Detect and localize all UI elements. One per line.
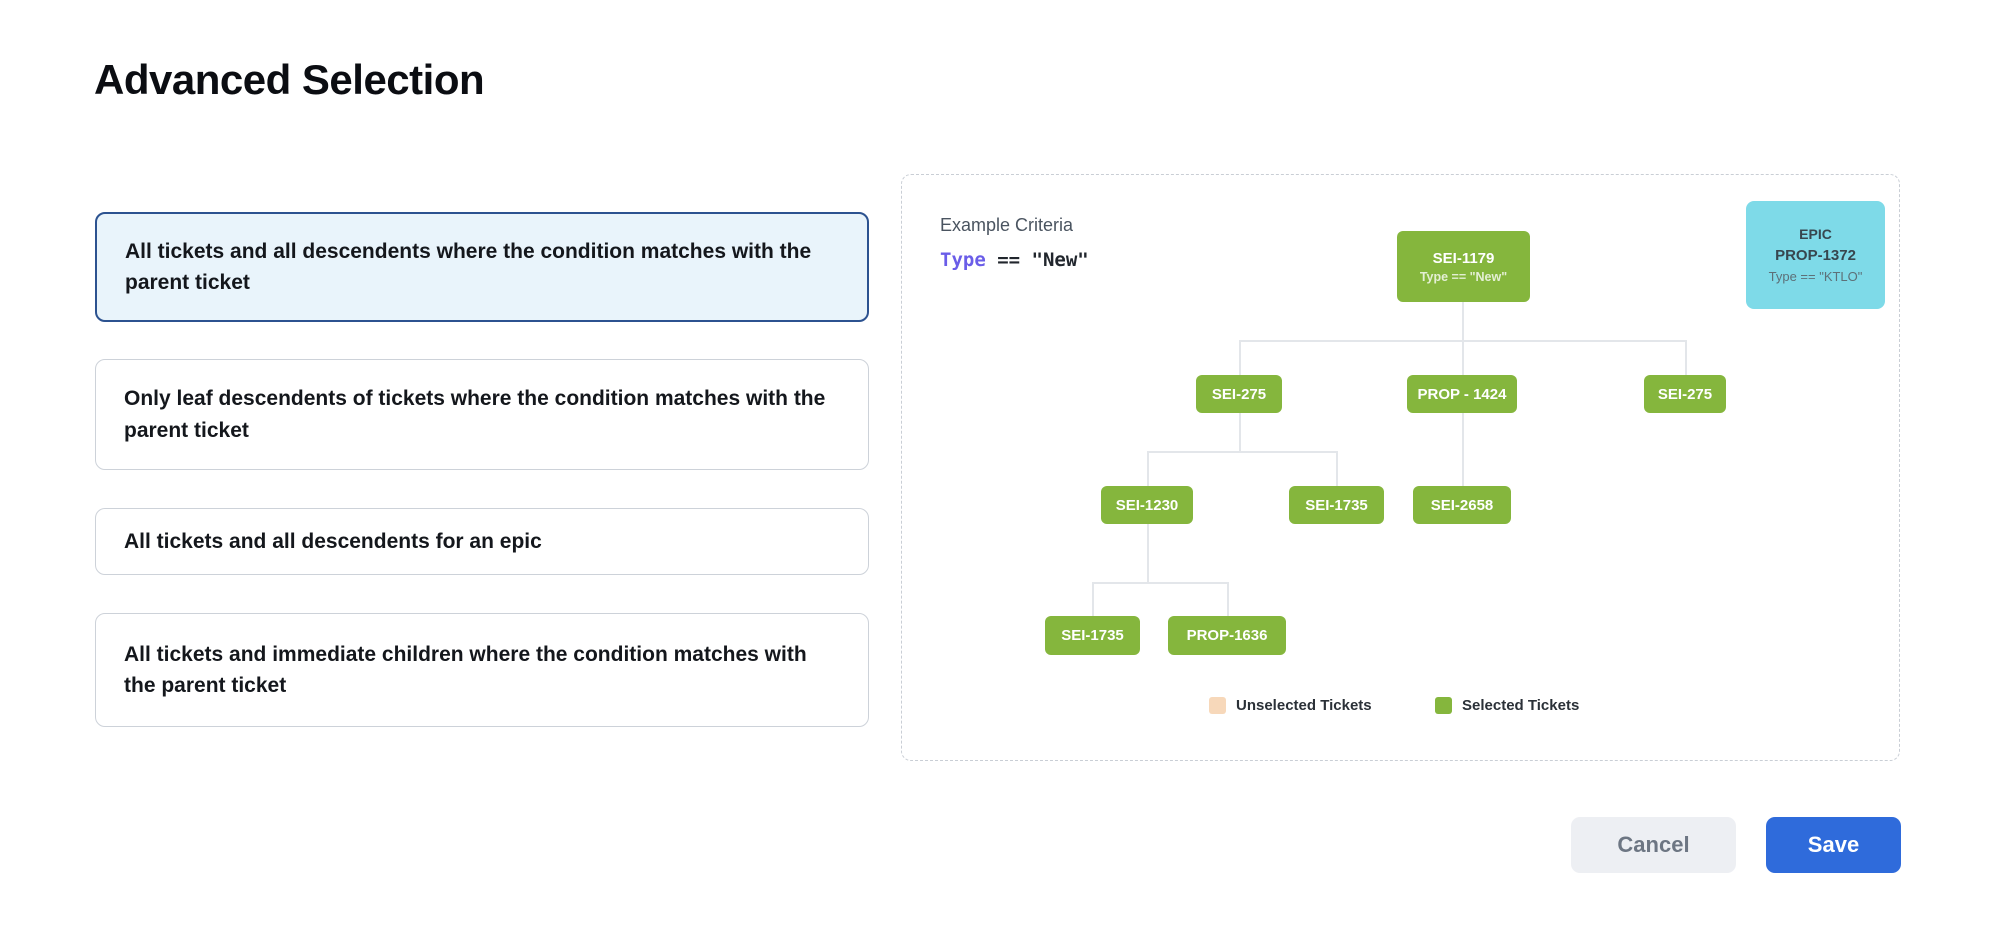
- legend-label: Selected Tickets: [1462, 697, 1580, 714]
- tree-node-label: SEI-1735: [1061, 627, 1124, 644]
- tree-node-sei-2658: SEI-2658: [1413, 486, 1511, 524]
- tree-connector: [1336, 451, 1338, 486]
- tree-node-label: SEI-275: [1211, 385, 1267, 403]
- tree-node-label: SEI-1735: [1305, 496, 1368, 514]
- epic-type-label: EPIC: [1799, 226, 1832, 242]
- tree-node-sei-1735: SEI-1735: [1289, 486, 1384, 524]
- tree-connector: [1239, 340, 1241, 375]
- tree-connector: [1147, 524, 1149, 582]
- tree-node-prop-1424: PROP - 1424: [1407, 375, 1517, 413]
- option-card-all-descendents-epic[interactable]: All tickets and all descendents for an e…: [95, 508, 869, 575]
- option-label: All tickets and all descendents for an e…: [124, 529, 542, 553]
- example-criteria-label: Example Criteria: [940, 215, 1074, 235]
- tree-node-label: SEI-1230: [1115, 496, 1179, 514]
- tree-connector: [1239, 413, 1241, 451]
- legend-unselected-tickets: Unselected Tickets: [1209, 697, 1372, 714]
- criteria-expression: Type == "New": [940, 249, 1089, 271]
- epic-card: EPIC PROP-1372 Type == "KTLO": [1746, 201, 1885, 309]
- example-preview-panel: Example Criteria Type == "New" EPIC PROP…: [901, 174, 1900, 761]
- tree-node-sei-275: SEI-275: [1196, 375, 1282, 413]
- criteria-operator-value: == "New": [985, 249, 1089, 271]
- tree-node-sei-1735: SEI-1735: [1045, 616, 1140, 655]
- tree-connector: [1227, 582, 1229, 616]
- tree-connector: [1462, 413, 1464, 486]
- legend-label: Unselected Tickets: [1236, 697, 1372, 714]
- tree-node-prop-1636: PROP-1636: [1168, 616, 1286, 655]
- epic-id: PROP-1372: [1775, 247, 1856, 264]
- tree-connector: [1147, 451, 1149, 486]
- option-card-immediate-children-condition[interactable]: All tickets and immediate children where…: [95, 613, 869, 727]
- tree-node-label: SEI-275: [1657, 385, 1713, 403]
- criteria-field: Type: [940, 249, 986, 271]
- tree-node-sei-1230: SEI-1230: [1101, 486, 1193, 524]
- tree-node-sei-275: SEI-275: [1644, 375, 1726, 413]
- tree-connector: [1462, 302, 1464, 340]
- tree-connector: [1685, 340, 1687, 375]
- tree-node-label: PROP-1636: [1186, 627, 1268, 644]
- page-title: Advanced Selection: [94, 56, 485, 103]
- tree-node-sei-1179: SEI-1179 Type == "New": [1397, 231, 1530, 302]
- tree-connector: [1092, 582, 1094, 616]
- tree-connector: [1092, 582, 1228, 584]
- tree-connector: [1147, 451, 1337, 453]
- save-button[interactable]: Save: [1766, 817, 1901, 873]
- option-label: All tickets and immediate children where…: [124, 642, 807, 698]
- legend-selected-tickets: Selected Tickets: [1435, 697, 1579, 714]
- epic-condition: Type == "KTLO": [1768, 269, 1863, 284]
- unselected-legend-swatch: [1209, 697, 1226, 714]
- option-label: All tickets and all descendents where th…: [125, 239, 812, 295]
- tree-node-condition: Type == "New": [1419, 269, 1508, 284]
- selected-legend-swatch: [1435, 697, 1452, 714]
- cancel-button[interactable]: Cancel: [1571, 817, 1736, 873]
- tree-connector: [1462, 340, 1464, 375]
- tree-node-label: SEI-1179: [1432, 249, 1495, 267]
- option-label: Only leaf descendents of tickets where t…: [124, 387, 826, 442]
- option-card-all-descendents-condition[interactable]: All tickets and all descendents where th…: [95, 212, 869, 322]
- tree-node-label: PROP - 1424: [1417, 385, 1507, 403]
- tree-node-label: SEI-2658: [1430, 496, 1494, 514]
- option-card-leaf-descendents-condition[interactable]: Only leaf descendents of tickets where t…: [95, 359, 869, 470]
